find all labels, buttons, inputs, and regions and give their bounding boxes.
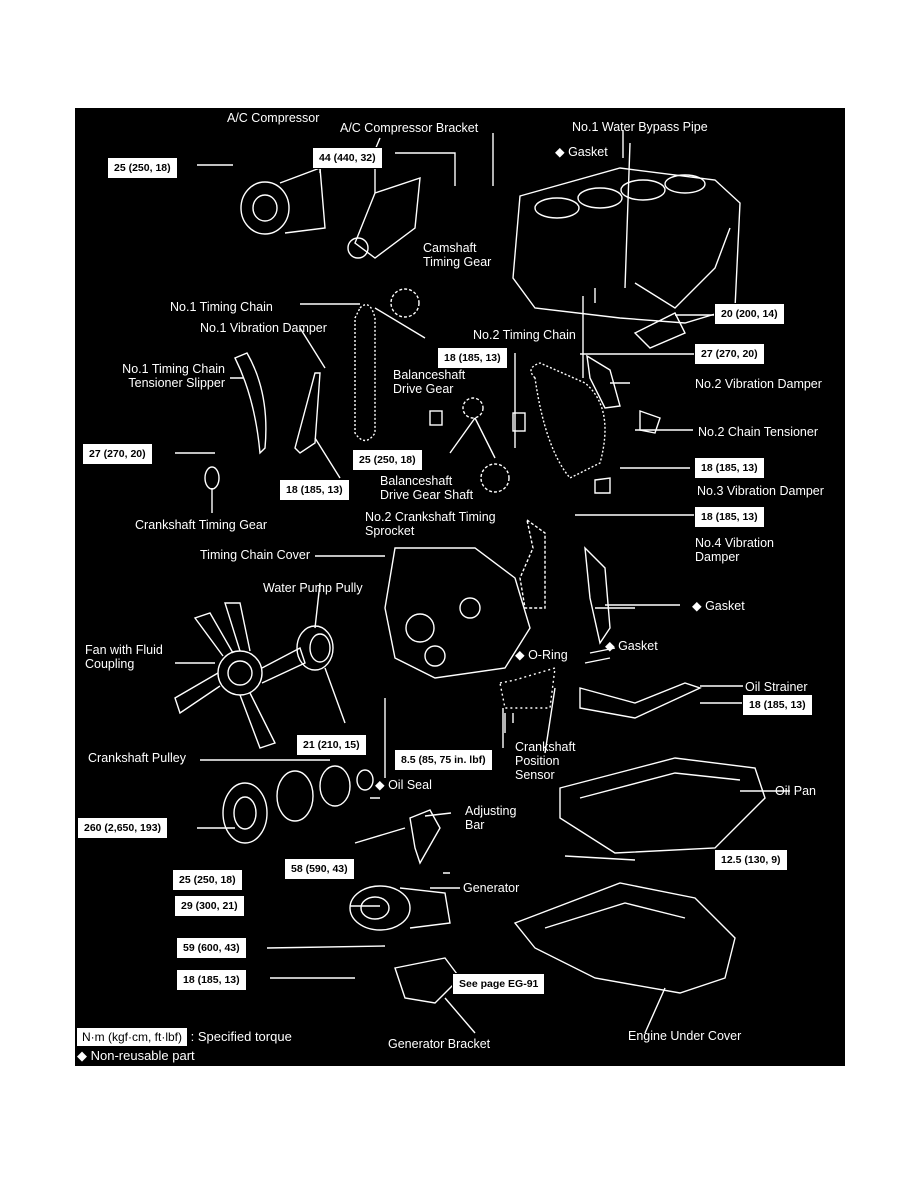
legend-specified-torque: N·m (kgf·cm, ft·lbf) : Specified torque	[77, 1028, 292, 1046]
torque-no2-tensioner: 18 (185, 13)	[694, 457, 765, 479]
torque-no3-damper: 18 (185, 13)	[694, 506, 765, 528]
engine-under-cover-shape	[513, 882, 736, 994]
label-camshaft-timing-gear: Camshaft Timing Gear	[423, 241, 492, 269]
legend-non-reusable: ◆ Non-reusable part	[77, 1048, 195, 1063]
label-ac-compressor-bracket: A/C Compressor Bracket	[340, 121, 479, 135]
label-generator: Generator	[463, 881, 520, 895]
label-crankshaft-position-sensor: Crankshaft Position Sensor	[515, 740, 576, 782]
torque-generator-bolt-2: 18 (185, 13)	[176, 969, 247, 991]
torque-sensor: 8.5 (85, 75 in. lbf)	[394, 749, 493, 771]
generator-shape	[349, 885, 411, 931]
label-no2-chain-tensioner: No.2 Chain Tensioner	[698, 425, 818, 439]
torque-no1-damper: 18 (185, 13)	[279, 479, 350, 501]
label-no1-vibration-damper: No.1 Vibration Damper	[200, 321, 327, 335]
label-water-bypass-pipe: No.1 Water Bypass Pipe	[572, 120, 708, 134]
label-balanceshaft-drive-gear: Balanceshaft Drive Gear	[393, 368, 466, 396]
label-no1-tensioner-slipper: No.1 Timing Chain Tensioner Slipper	[122, 362, 225, 390]
engine-parts-illustration	[174, 130, 790, 1034]
label-no1-timing-chain: No.1 Timing Chain	[170, 300, 273, 314]
label-crankshaft-timing-gear: Crankshaft Timing Gear	[135, 518, 267, 532]
exploded-view-diagram: A/C Compressor A/C Compressor Bracket No…	[75, 108, 845, 1066]
torque-no2-damper: 27 (270, 20)	[694, 343, 765, 365]
timing-chain-cover-shape	[384, 547, 531, 679]
torque-crank-pulley: 260 (2,650, 193)	[76, 817, 169, 839]
torque-oil-pan: 12.5 (130, 9)	[714, 849, 788, 871]
torque-bypass-pipe: 20 (200, 14)	[714, 303, 785, 325]
label-oil-strainer: Oil Strainer	[745, 680, 808, 694]
torque-pulley-small: 25 (250, 18)	[172, 869, 243, 891]
label-fan-fluid-coupling: Fan with Fluid Coupling	[85, 643, 163, 671]
label-oil-pan: Oil Pan	[775, 784, 816, 798]
camshaft-gear-shape	[390, 288, 420, 318]
legend-unit-text: : Specified torque	[190, 1029, 292, 1044]
torque-oil-strainer: 18 (185, 13)	[742, 694, 813, 716]
oil-pan-shape	[559, 757, 766, 854]
label-oil-seal: ◆ Oil Seal	[375, 778, 432, 792]
torque-fan: 21 (210, 15)	[296, 734, 367, 756]
label-ac-compressor: A/C Compressor	[227, 111, 320, 125]
torque-tensioner-slipper: 27 (270, 20)	[82, 443, 153, 465]
torque-generator: 29 (300, 21)	[174, 895, 245, 917]
torque-generator-bolt: 59 (600, 43)	[176, 937, 247, 959]
label-water-pump-pully: Water Pump Pully	[263, 581, 363, 595]
oil-strainer-shape	[579, 682, 702, 719]
label-crankshaft-pulley: Crankshaft Pulley	[88, 751, 186, 765]
label-o-ring: ◆ O-Ring	[515, 648, 568, 662]
legend-unit-box: N·m (kgf·cm, ft·lbf)	[77, 1028, 187, 1046]
torque-see-page: See page EG-91	[451, 973, 546, 995]
label-gasket-mid: ◆ Gasket	[692, 599, 745, 613]
label-adjusting-bar: Adjusting Bar	[465, 804, 517, 832]
label-balanceshaft-drive-gear-shaft: Balanceshaft Drive Gear Shaft	[380, 474, 474, 502]
torque-ac-compressor: 25 (250, 18)	[107, 157, 178, 179]
timing-chain-2-shape	[530, 362, 606, 479]
torque-no2-chain: 18 (185, 13)	[437, 347, 508, 369]
label-no4-vibration-damper: No.4 Vibration Damper	[695, 536, 774, 564]
fan-shape	[174, 602, 306, 749]
label-no2-timing-chain: No.2 Timing Chain	[473, 328, 576, 342]
ac-bracket-shape	[354, 176, 421, 259]
torque-adjusting-bar: 58 (590, 43)	[284, 858, 355, 880]
label-no3-vibration-damper: No.3 Vibration Damper	[697, 484, 824, 498]
label-no2-vibration-damper: No.2 Vibration Damper	[695, 377, 822, 391]
water-pump-pulley-shape	[296, 625, 334, 671]
label-gasket-top: ◆ Gasket	[555, 145, 608, 159]
label-no2-crankshaft-sprocket: No.2 Crankshaft Timing Sprocket	[365, 510, 496, 538]
ac-compressor-shape	[240, 181, 290, 235]
crankshaft-pulley-shape	[222, 782, 268, 844]
torque-balance-gear: 25 (250, 18)	[352, 449, 423, 471]
label-generator-bracket: Generator Bracket	[388, 1037, 491, 1051]
label-engine-under-cover: Engine Under Cover	[628, 1029, 742, 1043]
label-timing-chain-cover: Timing Chain Cover	[200, 548, 310, 562]
torque-ac-bracket: 44 (440, 32)	[312, 147, 383, 169]
label-gasket-lower: ◆ Gasket	[605, 639, 658, 653]
timing-chain-1-shape	[354, 304, 376, 442]
